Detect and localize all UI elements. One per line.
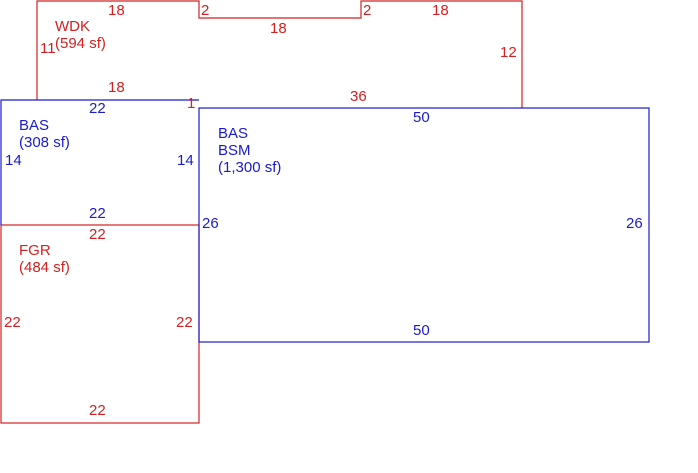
bas-small-dim-left: 14 — [5, 152, 22, 169]
bas-small-outline — [0, 99, 199, 225]
bas-bsm-dim-bottom: 50 — [413, 322, 430, 339]
bas-small-dim-bottom: 22 — [89, 205, 106, 222]
wdk-area-label: WDK (594 sf) — [55, 18, 106, 52]
wdk-sf: (594 sf) — [55, 35, 106, 52]
fgr-dim-right: 22 — [176, 314, 193, 331]
wdk-dim-top-right: 18 — [432, 2, 449, 19]
bas-bsm-sf: (1,300 sf) — [218, 159, 282, 176]
bas-bsm-dim-top: 50 — [413, 109, 430, 126]
fgr-dim-left: 22 — [4, 314, 21, 331]
bas-small-name: BAS — [19, 117, 50, 134]
bas-small-dim-top: 22 — [89, 100, 106, 117]
fgr-area-label: FGR (484 sf) — [19, 242, 70, 276]
wdk-dim-bottom-right: 36 — [350, 88, 367, 105]
fgr-name: FGR — [19, 242, 51, 259]
fgr-dim-bottom: 22 — [89, 402, 106, 419]
fgr-sf: (484 sf) — [19, 259, 70, 276]
bas-bsm-dim-left: 26 — [202, 215, 219, 232]
wdk-dim-left: 11 — [40, 40, 56, 57]
wdk-name: WDK — [55, 18, 90, 35]
wdk-dim-notch-right: 2 — [363, 2, 372, 19]
wdk-dim-bottom-left: 18 — [108, 79, 125, 96]
wdk-dim-top-left: 18 — [108, 2, 125, 19]
bas-bsm-name2: BSM — [218, 142, 251, 159]
bas-bsm-area-label: BAS BSM (1,300 sf) — [218, 125, 281, 176]
wdk-dim-notch-left: 2 — [201, 2, 210, 19]
bas-bsm-dim-right: 26 — [626, 215, 643, 232]
bas-small-sf: (308 sf) — [19, 134, 70, 151]
wdk-dim-step: 1 — [187, 95, 196, 112]
bas-bsm-outline — [198, 107, 650, 343]
wdk-dim-notch-bottom: 18 — [270, 20, 287, 37]
wdk-outline — [36, 0, 523, 108]
wdk-dim-right: 12 — [500, 44, 517, 61]
fgr-dim-top: 22 — [89, 226, 106, 243]
bas-small-area-label: BAS (308 sf) — [19, 117, 70, 151]
bas-small-dim-right: 14 — [177, 152, 194, 169]
bas-bsm-name: BAS — [218, 125, 249, 142]
